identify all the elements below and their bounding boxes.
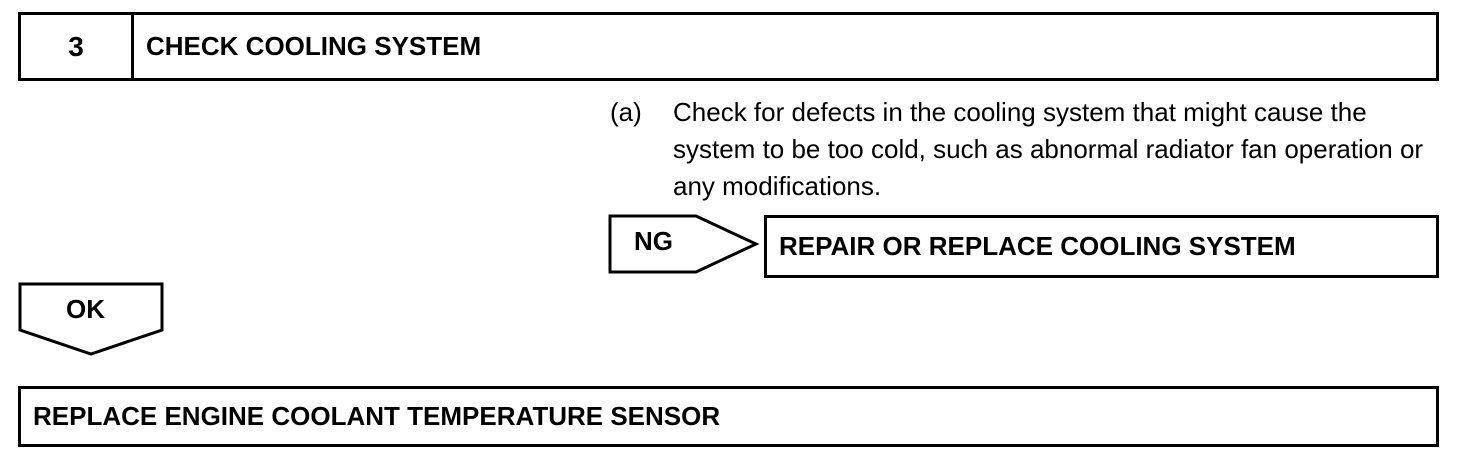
ng-label: NG [634, 226, 673, 256]
ok-arrow-icon [18, 282, 164, 356]
ok-result-box: REPLACE ENGINE COOLANT TEMPERATURE SENSO… [18, 386, 1439, 447]
instruction-item: (a) Check for defects in the cooling sys… [610, 94, 1440, 205]
step-title: CHECK COOLING SYSTEM [146, 31, 482, 61]
step-number: 3 [21, 15, 134, 78]
ok-label: OK [66, 294, 105, 324]
ng-result-box: REPAIR OR REPLACE COOLING SYSTEM [764, 215, 1439, 278]
instruction-marker: (a) [610, 97, 642, 127]
ng-arrow-icon [608, 214, 760, 274]
instruction-text: Check for defects in the cooling system … [673, 97, 1424, 201]
step-header: 3 CHECK COOLING SYSTEM [18, 12, 1439, 81]
